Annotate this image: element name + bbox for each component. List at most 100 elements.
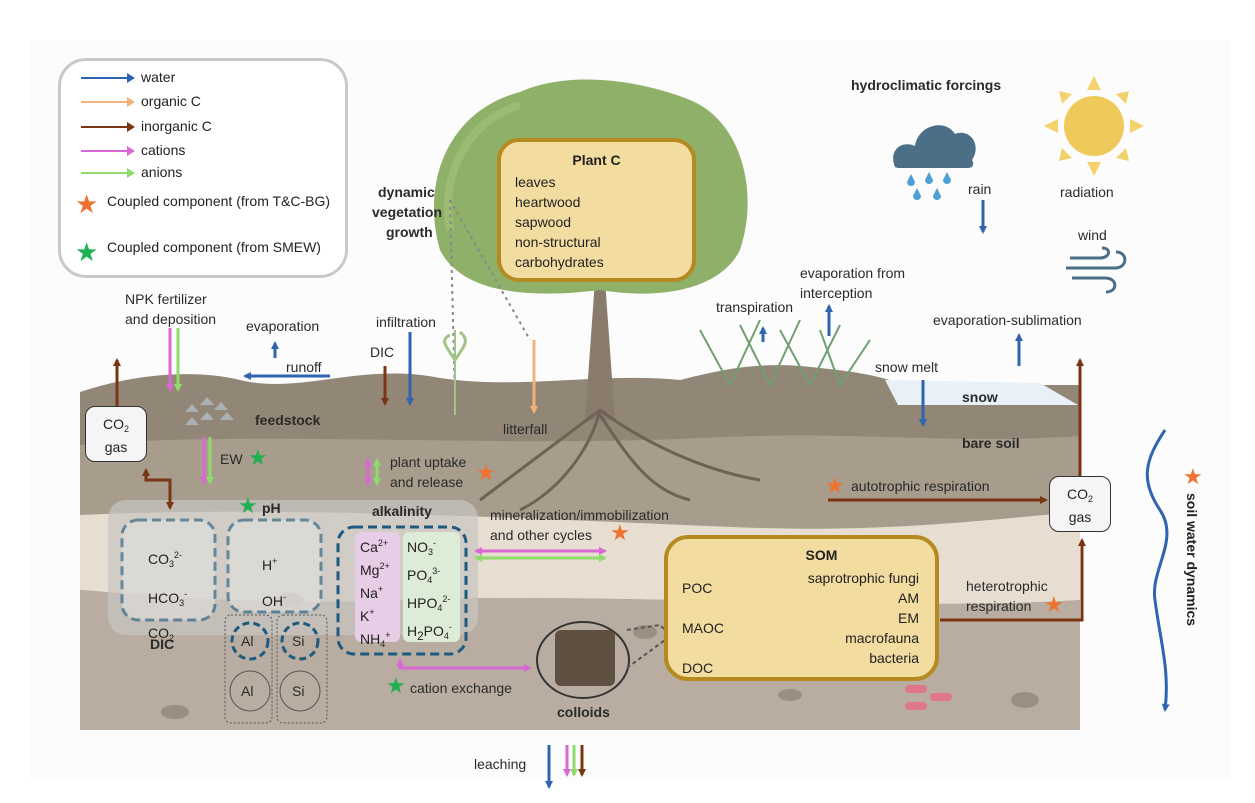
dic-input-label: DIC bbox=[370, 344, 395, 360]
soil-water-dynamics-label: soil water dynamics bbox=[1184, 493, 1200, 627]
dynamic-vegetation-label-3: growth bbox=[386, 224, 433, 240]
co2-gas-box-left: CO2 gas bbox=[85, 406, 147, 462]
rain-label: rain bbox=[968, 181, 992, 197]
som-pool: DOC bbox=[682, 660, 714, 676]
alkalinity-dashed-box bbox=[336, 525, 468, 656]
orange-star-icon: ★ bbox=[1044, 592, 1064, 617]
wind-label: wind bbox=[1078, 227, 1107, 243]
ion-arrows bbox=[166, 328, 607, 777]
colloids-illustration bbox=[536, 621, 666, 699]
grass-illustration bbox=[699, 319, 871, 388]
chemical-species: HCO3- bbox=[148, 589, 188, 608]
bacteria-illustration bbox=[905, 685, 952, 710]
som-box: SOM POC MAOC DOC saprotrophic fungi AM E… bbox=[664, 535, 939, 681]
bare-soil-label: bare soil bbox=[962, 435, 1020, 451]
radiation-label: radiation bbox=[1060, 184, 1114, 200]
litterfall-label: litterfall bbox=[503, 421, 548, 437]
chemical-species: OH- bbox=[262, 592, 286, 609]
rain-cloud-icon bbox=[893, 125, 976, 200]
cation-species-list: Ca2+Mg2+Na+K+NH4+ bbox=[360, 534, 391, 654]
runoff-label: runoff bbox=[286, 359, 322, 375]
green-star-icon: ★ bbox=[75, 237, 99, 267]
chemical-species: PO43- bbox=[407, 566, 441, 585]
cation-panel bbox=[355, 532, 400, 642]
plant-c-item: sapwood bbox=[515, 214, 572, 230]
plant-c-item: leaves bbox=[515, 174, 556, 190]
ew-label: EW bbox=[220, 451, 243, 467]
water-arrows bbox=[243, 200, 1170, 789]
green-star-icon: ★ bbox=[238, 493, 258, 518]
plant-c-box: Plant C leaves heartwood sapwood non-str… bbox=[497, 138, 696, 282]
chemical-species: H2PO4- bbox=[407, 622, 452, 643]
legend-star-tcbg-label: Coupled component (from T&C-BG) bbox=[107, 193, 331, 209]
soil-water-dynamics-arrow bbox=[1145, 429, 1170, 712]
infiltration-label: infiltration bbox=[376, 314, 436, 330]
anion-panel bbox=[403, 532, 460, 642]
dic-label: DIC bbox=[150, 636, 175, 652]
snow-patch bbox=[885, 380, 1078, 405]
chemical-species: K+ bbox=[360, 607, 375, 624]
evap-interception-label-2: interception bbox=[800, 285, 873, 301]
dic-dashed-box bbox=[120, 518, 217, 622]
transpiration-label: transpiration bbox=[716, 299, 794, 315]
cation-exchange-label: cation exchange bbox=[410, 680, 512, 696]
green-star-icon: ★ bbox=[248, 445, 268, 470]
green-star-icon: ★ bbox=[386, 673, 406, 698]
chemical-species: Ca2+ bbox=[360, 538, 389, 555]
al-solid-circle bbox=[229, 670, 271, 712]
autotrophic-respiration-label: autotrophic respiration bbox=[851, 478, 990, 494]
plant-c-item: heartwood bbox=[515, 194, 581, 210]
mineralization-label-2: and other cycles bbox=[490, 527, 592, 543]
co2-gas-box-right: CO2 gas bbox=[1049, 476, 1111, 532]
al-column bbox=[224, 614, 273, 724]
chemical-species: CO32- bbox=[148, 550, 183, 569]
mineralization-label-1: mineralization/immobilization bbox=[490, 507, 669, 523]
chemical-species: HPO42- bbox=[407, 594, 451, 613]
heterotrophic-label-2: respiration bbox=[966, 598, 1032, 614]
heterotrophic-label-1: heterotrophic bbox=[966, 578, 1048, 594]
heterotrophic-respiration-arrow bbox=[940, 538, 1086, 622]
som-organism: saprotrophic fungi bbox=[807, 570, 919, 586]
dynamic-vegetation-label-1: dynamic bbox=[378, 184, 435, 200]
sun-icon bbox=[1044, 76, 1144, 176]
som-organism: AM bbox=[898, 590, 919, 606]
orange-star-icon: ★ bbox=[75, 189, 99, 219]
si-dissolved-circle bbox=[280, 621, 320, 661]
som-organism: macrofauna bbox=[845, 630, 919, 646]
orange-star-icon: ★ bbox=[610, 520, 630, 545]
dic-species-list: CO32-HCO3-CO2 bbox=[148, 540, 187, 653]
inorganic-c-arrows bbox=[113, 358, 1086, 777]
al-dissolved-circle bbox=[230, 621, 270, 661]
snow-label: snow bbox=[962, 389, 998, 405]
leaching-label: leaching bbox=[474, 756, 527, 772]
legend-star-smew-label: Coupled component (from SMEW) bbox=[107, 239, 321, 255]
anion-species-list: NO3-PO43-HPO42-H2PO4- bbox=[407, 534, 452, 646]
som-pool: MAOC bbox=[682, 620, 724, 636]
som-organism: bacteria bbox=[869, 650, 919, 666]
som-title: SOM bbox=[805, 547, 838, 563]
chemical-species: NH4+ bbox=[360, 630, 391, 649]
si-dissolved-label: Si bbox=[292, 633, 305, 649]
orange-star-icon: ★ bbox=[825, 473, 845, 498]
legend: water organic C inorganic C cations anio… bbox=[58, 58, 348, 278]
plant-uptake-label-2: and release bbox=[390, 474, 464, 490]
dynamic-vegetation-label-2: vegetation bbox=[372, 204, 443, 220]
snow-melt-label: snow melt bbox=[875, 359, 939, 375]
orange-star-icon: ★ bbox=[476, 460, 496, 485]
ph-dashed-box bbox=[226, 518, 323, 614]
si-solid-circle bbox=[279, 670, 321, 712]
al-solid-label: Al bbox=[241, 683, 254, 699]
alkalinity-label: alkalinity bbox=[372, 503, 432, 519]
chemical-species: Mg2+ bbox=[360, 561, 390, 578]
colloids-label: colloids bbox=[557, 704, 610, 720]
evap-interception-label-1: evaporation from bbox=[800, 265, 906, 281]
som-pool: POC bbox=[682, 580, 713, 596]
feedstock-label: feedstock bbox=[255, 412, 321, 428]
plant-c-title: Plant C bbox=[572, 152, 621, 168]
evaporation-label: evaporation bbox=[246, 318, 320, 334]
al-dissolved-label: Al bbox=[241, 633, 254, 649]
plant-c-item: carbohydrates bbox=[515, 254, 604, 270]
wind-icon bbox=[1066, 246, 1127, 294]
som-organism: EM bbox=[898, 610, 919, 626]
plant-c-item: non-structural bbox=[515, 234, 601, 250]
